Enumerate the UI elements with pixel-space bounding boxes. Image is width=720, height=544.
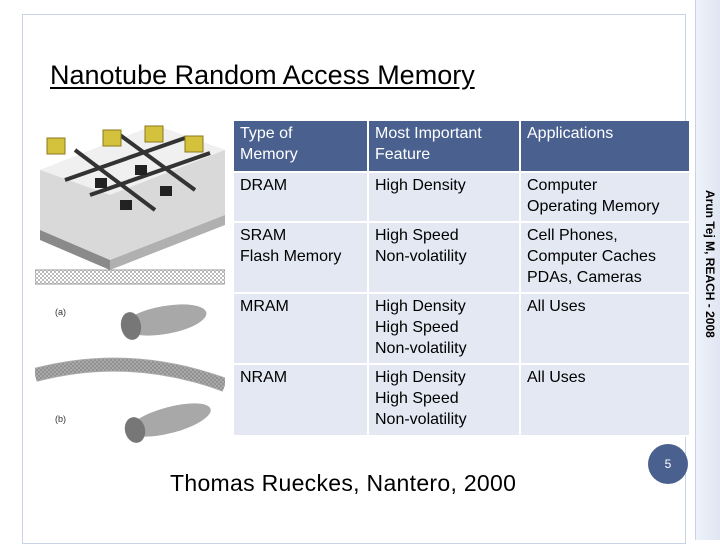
cell-type: MRAM bbox=[234, 294, 369, 365]
header-applications: Applications bbox=[521, 121, 691, 173]
nanotube-bundle-2: (b) bbox=[55, 403, 211, 443]
author-note: Arun Tej M, REACH - 2008 bbox=[703, 190, 717, 338]
slide-title: Nanotube Random Access Memory bbox=[50, 60, 475, 90]
cell-feature: High Density bbox=[369, 173, 521, 223]
cell-type: DRAM bbox=[234, 173, 369, 223]
citation-footer: Thomas Rueckes, Nantero, 2000 bbox=[170, 470, 517, 496]
nanotube-diagram: (a) (b) bbox=[35, 125, 225, 443]
page-number-badge: 5 bbox=[648, 444, 688, 484]
nanotube-bundle-1: (a) bbox=[55, 304, 207, 340]
nram-device-illustration bbox=[40, 125, 225, 270]
right-band bbox=[695, 0, 720, 540]
nanotube-straight bbox=[35, 269, 225, 285]
svg-text:(b): (b) bbox=[55, 414, 66, 424]
cell-type: NRAM bbox=[234, 365, 369, 437]
svg-text:(a): (a) bbox=[55, 307, 66, 317]
cell-applications: All Uses bbox=[521, 294, 691, 365]
cell-applications: All Uses bbox=[521, 365, 691, 437]
